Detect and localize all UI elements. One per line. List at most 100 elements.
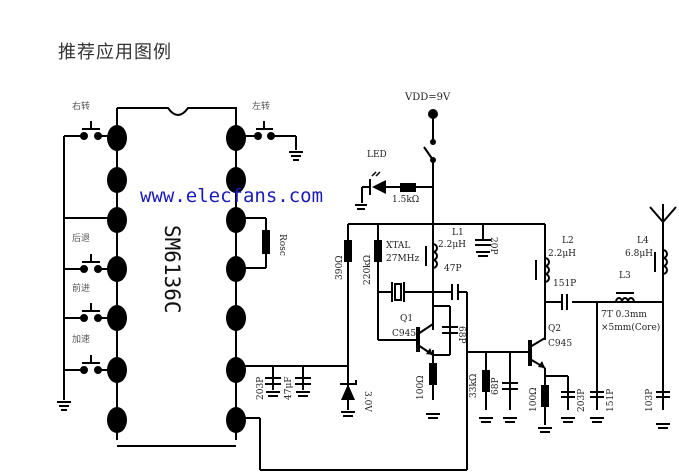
button-right-turn-symbol: [80, 121, 102, 140]
label-q1-type: C945: [392, 329, 417, 339]
wires: [63, 107, 664, 471]
ground-icon: [57, 401, 71, 411]
label-c151p: 151P: [553, 279, 577, 289]
resistor-33k: [482, 370, 490, 392]
label-l4: L4: [637, 236, 649, 246]
resistor-rosc: [262, 230, 270, 254]
zener-diode-icon: [340, 380, 357, 410]
inductor-l2: [535, 257, 550, 283]
ground-icon: [296, 391, 310, 397]
label-l1-value: 2.2μH: [438, 240, 467, 250]
label-l3-spec-2: ×5mm(Core): [601, 323, 661, 333]
label-backward: 后退: [72, 234, 91, 244]
resistor-1k5: [400, 183, 416, 192]
label-c68p: 68P: [491, 377, 501, 395]
chip-pin: [226, 125, 246, 151]
label-l3-spec-1: 7T 0.3mm: [601, 310, 647, 320]
label-c47u: 47μF: [284, 376, 294, 400]
label-c151p-b: 151P: [606, 388, 616, 412]
ground-icon: [561, 417, 575, 423]
chip-label: SM6136C: [160, 225, 184, 314]
page-title: 推荐应用图例: [58, 42, 172, 63]
capacitor-47p: [451, 284, 459, 300]
chip-pins: [107, 125, 246, 433]
label-vdd: VDD=9V: [405, 92, 451, 103]
chip-pin: [226, 167, 246, 193]
resistor-220k: [374, 240, 382, 262]
label-l2-value: 2.2μH: [548, 249, 577, 259]
antenna-icon: [649, 204, 677, 223]
ground-icon: [590, 417, 604, 423]
chip-pin: [226, 407, 246, 433]
label-left-turn: 左转: [252, 102, 271, 112]
label-r33k: 33kΩ: [469, 373, 479, 398]
label-q2-type: C945: [548, 339, 573, 349]
ground-icon: [538, 427, 552, 433]
capacitor-151p-b: [590, 391, 604, 398]
inductor-l1: [425, 243, 438, 269]
chip-pin: [226, 256, 246, 282]
button-forward-symbol: [80, 303, 102, 322]
label-r100-q2: 100Ω: [529, 387, 539, 412]
label-xtal-freq: 27MHz: [386, 254, 420, 264]
capacitor-68p: [502, 382, 518, 390]
chip-pin: [107, 207, 127, 233]
chip-pin: [107, 167, 127, 193]
ground-icon: [479, 417, 493, 423]
capacitor-203p-right: [561, 391, 575, 398]
label-q1: Q1: [400, 314, 414, 324]
label-r100-q1: 100Ω: [416, 375, 426, 400]
chip-pin: [226, 357, 246, 383]
label-c203p-right: 203P: [577, 388, 587, 412]
cap-wires: [272, 306, 451, 390]
chip-pin: [226, 305, 246, 331]
resistor-100-q1: [429, 363, 437, 385]
ground-icon: [341, 411, 355, 417]
label-led: LED: [367, 150, 387, 160]
resistor-100-q2: [541, 385, 549, 407]
ground-icon: [656, 423, 670, 429]
button-accelerate-symbol: [80, 355, 102, 374]
ground-icon: [426, 413, 440, 419]
crystal: [391, 282, 405, 302]
watermark-link[interactable]: www.elecfans.com: [140, 185, 324, 207]
capacitor-gaps: [481, 241, 485, 244]
label-xtal: XTAL: [386, 241, 411, 251]
label-right-turn: 右转: [72, 102, 91, 112]
label-c47p: 47P: [444, 264, 462, 274]
chip-pin: [107, 256, 127, 282]
ground-icon: [503, 417, 517, 423]
label-l2: L2: [562, 236, 574, 246]
inductors: [425, 243, 668, 303]
label-q2: Q2: [548, 324, 562, 334]
label-c20p: 20P: [488, 237, 498, 255]
chip-pin: [107, 125, 127, 151]
chip-pin: [226, 207, 246, 233]
label-rosc: Rosc: [277, 234, 287, 256]
button-backward-symbol: [80, 254, 102, 273]
ground-icon: [476, 251, 490, 257]
button-left-turn-symbol: [254, 121, 275, 140]
inductor-l3: [615, 292, 635, 303]
capacitor-103p: [656, 391, 670, 398]
chip-pin: [107, 407, 127, 433]
label-led-resistor: 1.5kΩ: [392, 195, 420, 205]
label-r220k: 220kΩ: [363, 254, 373, 285]
capacitor-151p: [561, 294, 568, 310]
inductor-l4: [654, 249, 668, 275]
chip-pin: [107, 357, 127, 383]
label-l1: L1: [452, 228, 464, 238]
led-icon: [361, 171, 400, 203]
label-c68p-q1: 68P: [456, 326, 466, 344]
label-c203p-left: 203P: [256, 376, 266, 400]
transistor-q1: [416, 323, 434, 356]
chip-outline: [117, 107, 237, 130]
ground-icon: [289, 151, 303, 161]
label-accelerate: 加速: [72, 335, 91, 345]
capacitor-20p: [475, 239, 491, 246]
label-l3: L3: [619, 271, 631, 281]
label-forward: 前进: [72, 284, 91, 294]
chip-pin: [107, 305, 127, 331]
label-c103p: 103P: [645, 388, 655, 412]
